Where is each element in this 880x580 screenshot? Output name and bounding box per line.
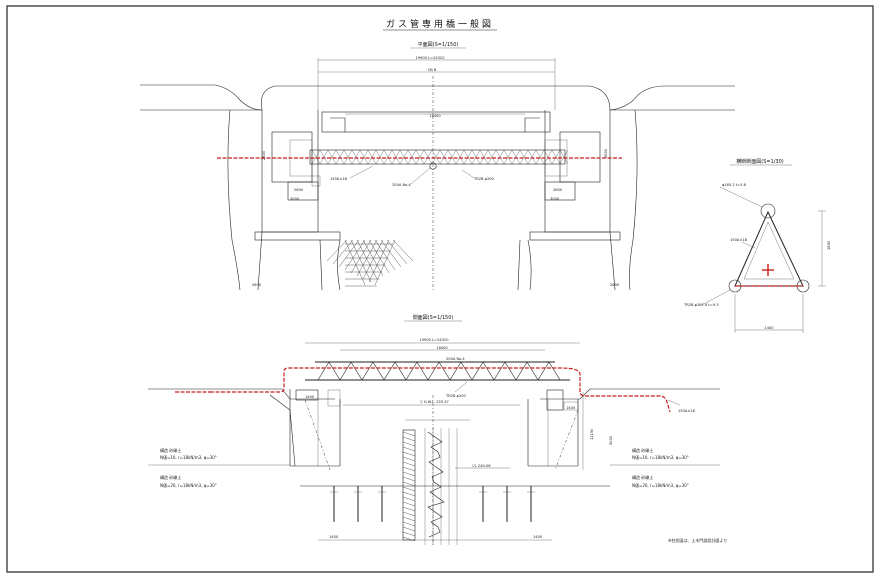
svg-text:▽ H.W.L. 255.37: ▽ H.W.L. 255.37 xyxy=(420,400,449,404)
svg-text:1400: 1400 xyxy=(329,535,339,539)
elev-dim-inner: 18400 xyxy=(436,346,448,350)
svg-text:3000: 3000 xyxy=(290,197,300,201)
elevation-label: 側面図(S=1/150) xyxy=(413,314,454,321)
bearing-left-3: 構造 砂礫土 xyxy=(160,474,181,480)
bearing-right-3: 構造 砂礫土 xyxy=(632,474,653,480)
svg-text:2600: 2600 xyxy=(610,283,620,287)
cross-section-view: 横断断面図(S=1/30) 1850 1400 φ165.2 t=5.8 150… xyxy=(683,158,831,333)
cross-section-label: 横断断面図(S=1/30) xyxy=(736,158,784,165)
bearing-right-4: N値=20, r=18kN/m3, φ=30° xyxy=(632,482,689,488)
svg-text:2600: 2600 xyxy=(553,188,563,192)
svg-text:2600: 2600 xyxy=(604,148,608,158)
elev-callout-2: 200A No.4 xyxy=(446,357,465,361)
svg-text:2600: 2600 xyxy=(294,188,304,192)
bearing-left-1: 構造 砂礫土 xyxy=(160,447,181,453)
plan-callout-2: 200A No.4 xyxy=(392,183,411,187)
svg-text:CB B: CB B xyxy=(428,68,437,72)
elev-callout-1: TR2B φ200 xyxy=(445,394,467,398)
cross-dim-height: 1850 xyxy=(827,240,831,250)
svg-text:3000: 3000 xyxy=(550,197,560,201)
plan-view: 平面図(S=1/150) 19900 L=24320 CB B xyxy=(140,42,735,292)
footnote: ※柱状図は、土木門部設計図より xyxy=(668,537,727,543)
cross-callout-1: φ165.2 t=5.8 xyxy=(722,183,747,187)
cross-callout-2: 150A×18 xyxy=(730,238,748,242)
svg-text:2600: 2600 xyxy=(252,283,262,287)
bearing-left-4: N値=20, r=18kN/m3, φ=30° xyxy=(160,482,217,488)
plan-callout-1: 150A×18 xyxy=(330,177,348,181)
svg-text:1400: 1400 xyxy=(533,535,543,539)
elevation-view: 側面図(S=1/150) 19900 L=24320 18400 1400 1 xyxy=(148,314,720,545)
bearing-left-2: N値=10, r=18kN/m3, φ=30° xyxy=(160,454,217,460)
elev-callout-3: 150A×18 xyxy=(678,409,696,413)
plan-dim-inner: 18400 xyxy=(429,114,441,118)
svg-text:1400: 1400 xyxy=(566,406,576,410)
drawing-title: ガス管専用橋一般図 xyxy=(386,18,494,30)
plan-callout-3: TR2B φ200 xyxy=(473,177,495,181)
plan-view-label: 平面図(S=1/150) xyxy=(418,42,459,48)
bearing-right-2: N値=10, r=18kN/m3, φ=30° xyxy=(632,454,689,460)
cross-callout-3: TR2B φ267.4 t=9.3 xyxy=(683,303,719,307)
plan-dim-span: 19900 L=24320 xyxy=(415,56,445,60)
drawing-frame xyxy=(6,5,874,573)
elevation-gas-pipe xyxy=(175,367,671,413)
svg-text:▽L 240.08: ▽L 240.08 xyxy=(472,464,491,468)
elev-dim-height: 12190 xyxy=(590,428,594,440)
cross-dim-width: 1400 xyxy=(764,326,774,330)
svg-text:5000: 5000 xyxy=(609,435,613,445)
svg-text:2600: 2600 xyxy=(262,150,266,160)
bearing-right-1: 構造 砂礫土 xyxy=(632,447,653,453)
svg-text:1400: 1400 xyxy=(305,395,315,399)
elev-dim-span: 19900 L=24320 xyxy=(419,338,449,342)
